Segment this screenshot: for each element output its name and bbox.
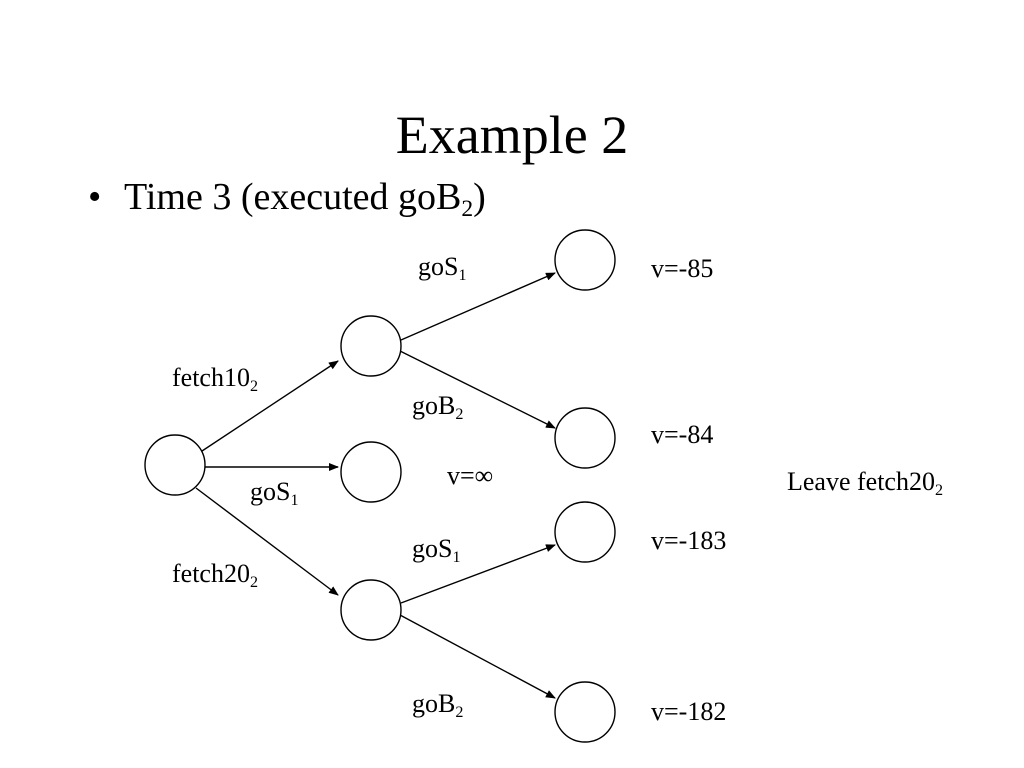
edge-a-to-leaf2	[399, 350, 556, 429]
edge-label-base: goS	[412, 534, 453, 563]
bullet-suffix: )	[473, 176, 486, 218]
edge-label-sub: 1	[290, 491, 299, 509]
root-node	[144, 434, 206, 496]
edge-label-gos-upper: goS1	[418, 251, 467, 283]
leaf-node-2	[554, 407, 616, 469]
leaf-node-3	[554, 501, 616, 563]
node-after-gos	[340, 441, 402, 503]
bullet-subscript: 2	[461, 196, 474, 223]
edge-label-sub: 2	[455, 405, 464, 423]
edge-label-base: fetch20	[172, 559, 250, 588]
edge-label-gos-root: goS1	[250, 476, 299, 508]
value-label-leaf3: v=-183	[651, 526, 727, 555]
edge-root-to-a	[198, 360, 339, 454]
edge-label-sub: 2	[455, 703, 464, 721]
edge-label-fetch20: fetch202	[172, 558, 258, 590]
edge-label-gob-upper: goB2	[412, 390, 463, 422]
edge-label-gos-lower: goS1	[412, 533, 461, 565]
decision-note-text: Leave fetch20	[787, 467, 935, 496]
edge-label-gob-lower: goB2	[412, 688, 463, 720]
edge-b-to-leaf4	[399, 614, 556, 699]
leaf-node-4	[554, 681, 616, 743]
node-after-fetch10	[340, 315, 402, 377]
edge-label-sub: 2	[249, 573, 259, 591]
bullet-text: Time 3 (executed goB	[124, 176, 462, 218]
leaf-node-1	[554, 229, 616, 291]
edge-label-base: goS	[250, 477, 291, 506]
decision-note-sub: 2	[934, 481, 944, 499]
edge-label-sub: 1	[452, 548, 461, 566]
edge-a-to-leaf1	[400, 272, 556, 341]
edge-label-sub: 1	[458, 266, 467, 284]
decision-note: Leave fetch202	[787, 466, 943, 498]
edge-label-base: goS	[418, 252, 459, 281]
bullet-dot: •	[88, 176, 102, 218]
edge-label-fetch10: fetch102	[172, 362, 258, 394]
node-after-fetch20	[340, 579, 402, 641]
edge-label-base: goB	[412, 689, 456, 718]
value-label-mid: v=∞	[447, 461, 494, 490]
edge-label-sub: 2	[249, 377, 259, 395]
slide-title: Example 2	[395, 105, 629, 165]
edge-label-base: goB	[412, 391, 456, 420]
edge-b-to-leaf3	[400, 544, 556, 604]
value-label-leaf4: v=-182	[651, 697, 727, 726]
edge-root-to-b	[195, 487, 339, 596]
bullet-item: • Time 3 (executed goB2)	[88, 172, 486, 222]
edge-label-base: fetch10	[172, 363, 250, 392]
value-label-leaf1: v=-85	[651, 254, 714, 283]
value-label-leaf2: v=-84	[651, 420, 714, 449]
